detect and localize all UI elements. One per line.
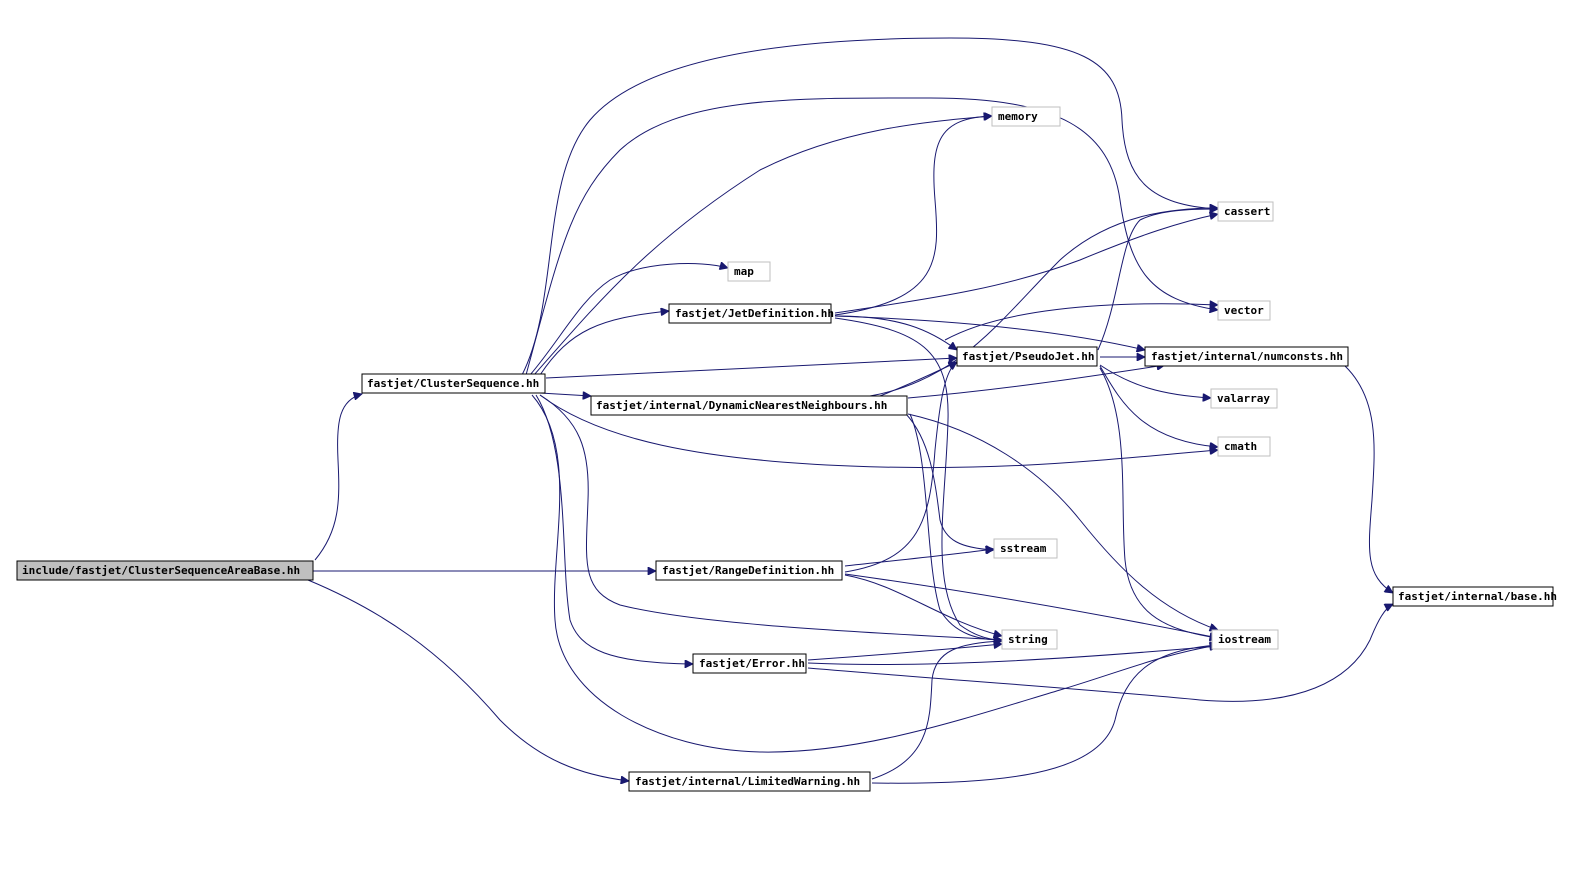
edge-dnn-pseudojet: [879, 362, 957, 397]
node-rangedef-label: fastjet/RangeDefinition.hh: [662, 564, 834, 577]
node-limwarn-label: fastjet/internal/LimitedWarning.hh: [635, 775, 860, 788]
node-root-label: include/fastjet/ClusterSequenceAreaBase.…: [22, 564, 300, 577]
node-numconsts[interactable]: fastjet/internal/numconsts.hh: [1144, 346, 1349, 367]
node-base[interactable]: fastjet/internal/base.hh: [1392, 586, 1557, 607]
node-cmath-label: cmath: [1224, 440, 1257, 453]
edge-jetdef-numconsts: [834, 315, 1145, 350]
edge-error-string: [807, 644, 1002, 661]
node-base-label: fastjet/internal/base.hh: [1398, 590, 1557, 603]
edge-clusterseq-memory: [533, 116, 992, 376]
edge-limwarn-iostream: [871, 645, 1218, 784]
edges: [307, 37, 1393, 784]
node-cassert[interactable]: cassert: [1217, 201, 1274, 222]
edge-clusterseq-dnn: [539, 393, 591, 396]
node-map-label: map: [734, 265, 754, 278]
node-numconsts-label: fastjet/internal/numconsts.hh: [1151, 350, 1343, 363]
edge-pseudojet-iostream: [1099, 367, 1218, 638]
node-cmath[interactable]: cmath: [1217, 436, 1271, 457]
edge-limwarn-string: [871, 641, 1002, 780]
node-clusterseq-label: fastjet/ClusterSequence.hh: [367, 377, 539, 390]
edge-pseudojet-cassert: [1097, 209, 1218, 351]
node-string[interactable]: string: [1001, 629, 1058, 650]
nodes: include/fastjet/ClusterSequenceAreaBase.…: [16, 106, 1557, 792]
node-pseudojet[interactable]: fastjet/PseudoJet.hh: [956, 346, 1098, 367]
edge-clusterseq-iostream: [531, 394, 1218, 753]
node-valarray[interactable]: valarray: [1210, 388, 1278, 409]
edge-pseudojet-valarray: [1099, 364, 1211, 398]
edge-clusterseq-vector: [525, 97, 1218, 376]
node-dnn-label: fastjet/internal/DynamicNearestNeighbour…: [596, 399, 887, 412]
edge-dnn-cassert: [869, 208, 1218, 397]
edge-error-iostream: [807, 646, 1218, 665]
edge-error-base: [807, 603, 1393, 702]
edge-jetdef-string: [834, 317, 1002, 640]
node-jetdef[interactable]: fastjet/JetDefinition.hh: [668, 303, 834, 324]
node-error-label: fastjet/Error.hh: [699, 657, 805, 670]
node-sstream-label: sstream: [1000, 542, 1047, 555]
node-jetdef-label: fastjet/JetDefinition.hh: [675, 307, 834, 320]
edge-root-clusterseq: [314, 394, 362, 561]
node-clusterseq[interactable]: fastjet/ClusterSequence.hh: [361, 373, 546, 394]
node-map[interactable]: map: [727, 261, 771, 282]
node-vector-label: vector: [1224, 304, 1264, 317]
edge-rangedef-iostream: [844, 573, 1218, 638]
edge-dnn-string: [909, 413, 1002, 640]
edge-jetdef-cassert: [834, 214, 1218, 314]
node-sstream[interactable]: sstream: [993, 538, 1058, 559]
node-pseudojet-label: fastjet/PseudoJet.hh: [962, 350, 1094, 363]
edge-rangedef-pseudojet: [844, 362, 957, 573]
edge-rangedef-string: [844, 574, 1002, 636]
edge-clusterseq-string: [539, 394, 1002, 640]
edge-dnn-iostream: [907, 413, 1218, 630]
edge-clusterseq-jetdef: [539, 311, 669, 376]
edge-rangedef-sstream: [844, 549, 994, 567]
node-string-label: string: [1008, 633, 1048, 646]
edge-clusterseq-pseudojet: [545, 358, 957, 379]
edge-clusterseq-cmath: [539, 394, 1218, 469]
node-memory-label: memory: [998, 110, 1038, 123]
node-iostream-label: iostream: [1218, 633, 1271, 646]
node-limwarn[interactable]: fastjet/internal/LimitedWarning.hh: [628, 771, 871, 792]
node-valarray-label: valarray: [1217, 392, 1270, 405]
node-root[interactable]: include/fastjet/ClusterSequenceAreaBase.…: [16, 560, 314, 581]
edge-clusterseq-cassert: [521, 37, 1218, 376]
edge-dnn-sstream: [905, 413, 994, 550]
node-error[interactable]: fastjet/Error.hh: [692, 653, 807, 674]
node-rangedef[interactable]: fastjet/RangeDefinition.hh: [655, 560, 843, 581]
edge-root-limwarn: [307, 579, 629, 781]
edge-numconsts-base: [1344, 365, 1393, 593]
edge-jetdef-memory: [834, 116, 992, 316]
edge-pseudojet-vector: [944, 304, 1218, 341]
node-vector[interactable]: vector: [1217, 300, 1271, 321]
edge-clusterseq-map: [529, 264, 728, 376]
node-memory[interactable]: memory: [991, 106, 1061, 127]
node-iostream[interactable]: iostream: [1211, 629, 1279, 650]
edge-pseudojet-cmath: [1099, 365, 1218, 447]
edge-clusterseq-error: [535, 394, 693, 664]
node-dnn[interactable]: fastjet/internal/DynamicNearestNeighbour…: [590, 395, 908, 416]
node-cassert-label: cassert: [1224, 205, 1270, 218]
